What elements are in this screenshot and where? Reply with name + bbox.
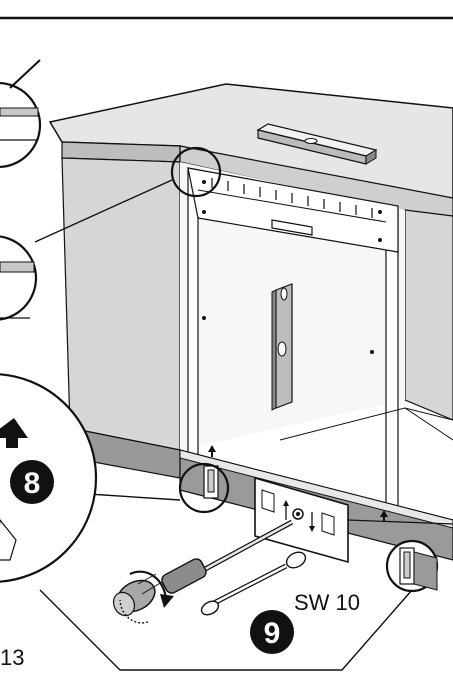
- callout-outline: [39, 589, 413, 671]
- zoom-circle-left-foot: [178, 462, 230, 514]
- zoom-leader-1: [34, 179, 173, 243]
- right-cabinet: [404, 209, 453, 421]
- left-cabinet: [61, 157, 181, 451]
- spirit-level-vertical: [271, 283, 293, 411]
- tool-size-label: SW 10: [294, 590, 360, 615]
- right-foot-inner: [403, 551, 411, 579]
- frame-rail-divider: [197, 189, 387, 223]
- step-9-number: 9: [264, 617, 281, 650]
- socket-extension: [200, 551, 307, 616]
- frame-right-post: [385, 204, 399, 526]
- rotation-arrow-icon: [119, 570, 174, 624]
- zoom-circle-frame-corner: [170, 146, 222, 198]
- step-9-badge: 9: [250, 610, 294, 654]
- foot-markers: [208, 445, 388, 522]
- adjustment-panel: [254, 476, 453, 564]
- rail-scale-ticks: [211, 178, 373, 218]
- size-callout-label: 13: [0, 645, 24, 670]
- bottom-plinth-top: [179, 449, 453, 529]
- rail-slot: [271, 219, 313, 236]
- step-8-badge: 8: [10, 460, 54, 504]
- foot-detail-left: [203, 465, 219, 499]
- step-8-number: 8: [24, 467, 41, 500]
- detail-circle-top-left: [0, 59, 42, 169]
- spirit-level-top: [256, 123, 378, 165]
- frame-top-rail: [187, 167, 399, 253]
- screwdriver: [112, 519, 294, 617]
- frame-screw-dots: [202, 180, 382, 354]
- niche-floor-line-2: [404, 407, 453, 441]
- right-foot-plinth-slice: [413, 551, 438, 591]
- panel-leader-line: [347, 519, 453, 525]
- up-arrow-icon: [0, 418, 28, 448]
- detail-circle-mid-left: [0, 235, 38, 321]
- zoom-leader-2: [87, 493, 181, 501]
